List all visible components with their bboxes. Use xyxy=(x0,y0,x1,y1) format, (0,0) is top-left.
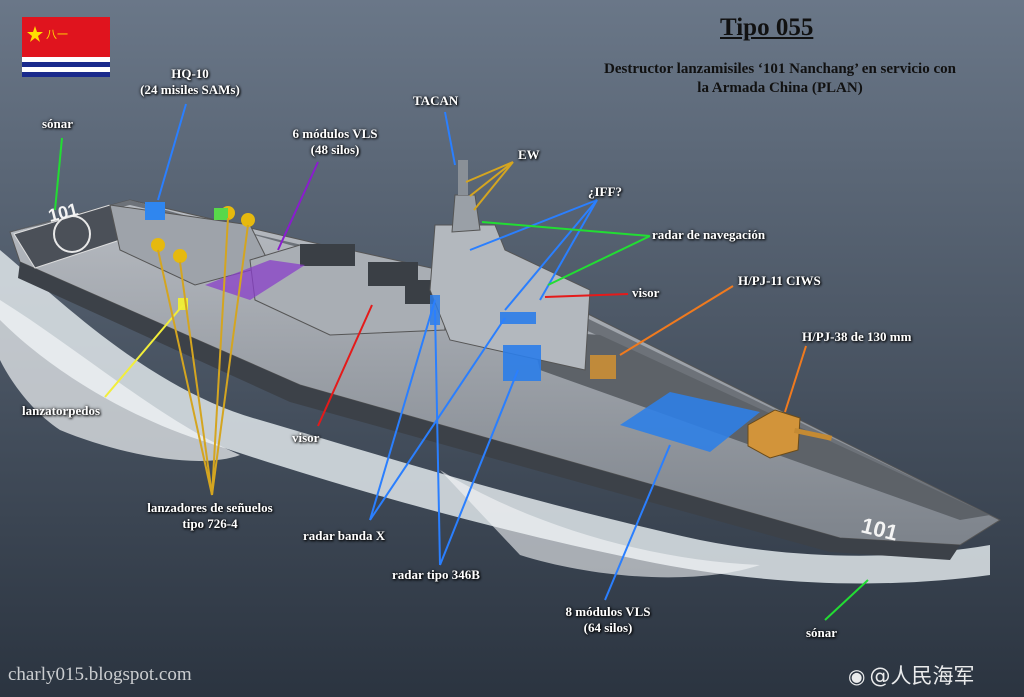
label-iff: ¿IFF? xyxy=(588,184,622,199)
decoy-launcher-1 xyxy=(151,238,165,252)
label-hq10-detail: (24 misiles SAMs) xyxy=(140,82,240,97)
subtitle-line-1: Destructor lanzamisiles ‘101 Nanchang’ e… xyxy=(604,61,956,77)
mast-top xyxy=(458,160,468,195)
watermark-weibo-text: @人民海军 xyxy=(869,664,975,688)
line-ew-3 xyxy=(473,161,514,211)
line-iff-1 xyxy=(469,199,598,251)
label-hq10-name: HQ-10 xyxy=(171,66,209,81)
label-radar346b: radar tipo 346B xyxy=(392,567,480,582)
torpedo-launcher xyxy=(178,298,188,310)
label-hq10: HQ-10 (24 misiles SAMs) xyxy=(140,66,240,98)
sensor-green xyxy=(214,208,228,220)
label-sonar-bottom: sónar xyxy=(806,625,838,640)
line-torpedo xyxy=(104,304,184,398)
hq10-launcher xyxy=(145,202,165,220)
line-decoy-2 xyxy=(179,261,213,496)
line-vls8 xyxy=(604,444,671,601)
label-vls8-name: 8 módulos VLS xyxy=(565,604,651,619)
label-vls6-name: 6 módulos VLS xyxy=(292,126,378,141)
watermark-blog: charly015.blogspot.com xyxy=(8,664,192,685)
subtitle-line-2: la Armada China (PLAN) xyxy=(697,80,863,96)
watermark-weibo: ◉@人民海军 xyxy=(848,660,974,690)
label-visor-left: visor xyxy=(292,430,320,445)
line-decoy-3 xyxy=(211,217,229,496)
line-xband-1 xyxy=(369,299,436,521)
wake-foam-2 xyxy=(0,300,240,461)
line-vls6 xyxy=(277,161,319,251)
funnel-1 xyxy=(300,244,355,266)
line-decoy-4 xyxy=(211,224,249,496)
gun-barrel xyxy=(793,428,833,441)
label-visor-right: visor xyxy=(632,285,660,300)
svg-text:八一: 八一 xyxy=(46,28,68,41)
vls-forward-area xyxy=(620,392,760,452)
label-vls6-detail: (48 silos) xyxy=(310,142,360,157)
line-decoy-1 xyxy=(157,249,213,496)
label-ciws: H/PJ-11 CIWS xyxy=(738,273,821,288)
weibo-icon: ◉ xyxy=(848,664,866,688)
label-ew: EW xyxy=(518,147,540,162)
decoy-launcher-4 xyxy=(241,213,255,227)
line-tacan xyxy=(444,111,456,166)
line-visor-right xyxy=(544,293,629,298)
pointer-lines xyxy=(54,103,869,621)
naval-ensign-icon: 八一 xyxy=(22,17,110,77)
label-decoy-name: lanzadores de señuelos xyxy=(147,500,273,515)
line-hq10 xyxy=(157,103,187,201)
line-346b-2 xyxy=(439,369,519,566)
main-gun xyxy=(747,409,801,459)
line-sonar-top xyxy=(54,137,63,211)
decoy-launcher-2 xyxy=(173,249,187,263)
line-sonar-bottom xyxy=(824,579,869,621)
label-sonar-top: sónar xyxy=(42,116,74,131)
line-ew-1 xyxy=(465,161,514,183)
label-tacan: TACAN xyxy=(413,93,459,108)
line-nav-2 xyxy=(547,235,651,286)
label-decoy-type: tipo 726-4 xyxy=(182,516,238,531)
label-xband: radar banda X xyxy=(303,528,386,543)
line-nav-1 xyxy=(481,221,651,237)
line-gun xyxy=(784,345,807,413)
label-lanzatorpedos: lanzatorpedos xyxy=(22,403,100,418)
xband-panel xyxy=(500,312,536,324)
label-main-gun: H/PJ-38 de 130 mm xyxy=(802,329,912,344)
line-iff-2 xyxy=(504,199,598,311)
line-346b-1 xyxy=(434,309,441,566)
label-vls8: 8 módulos VLS (64 silos) xyxy=(548,604,668,636)
line-visor-left xyxy=(317,304,373,427)
helipad-circle xyxy=(53,215,91,253)
label-vls8-detail: (64 silos) xyxy=(583,620,633,635)
label-decoy: lanzadores de señuelos tipo 726-4 xyxy=(130,500,290,532)
radar-panel-346b xyxy=(503,345,541,381)
label-vls6: 6 módulos VLS (48 silos) xyxy=(275,126,395,158)
line-ew-2 xyxy=(469,161,514,197)
page-subtitle: Destructor lanzamisiles ‘101 Nanchang’ e… xyxy=(540,60,1020,98)
ciws-mount xyxy=(590,355,616,379)
page-title: Tipo 055 xyxy=(720,14,814,41)
wake-foam-3 xyxy=(440,470,760,578)
mast xyxy=(451,194,481,233)
label-nav-radar: radar de navegación xyxy=(652,227,766,242)
line-ciws xyxy=(619,285,734,356)
vls-aft-area xyxy=(205,260,305,300)
